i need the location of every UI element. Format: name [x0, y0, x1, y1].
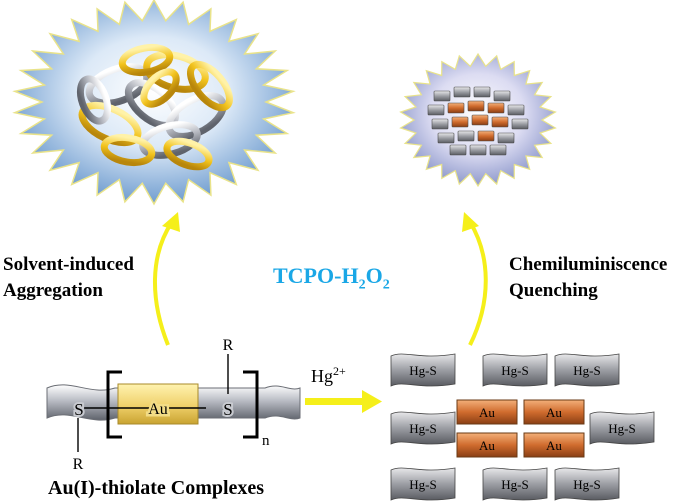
hg-base-text: Hg [311, 366, 333, 386]
copper-tile [467, 100, 485, 112]
s-label-right: S [223, 400, 232, 419]
bracket-right [243, 370, 259, 439]
hg-s-tile: Hg-S [482, 353, 548, 387]
au-block: Au [456, 432, 518, 458]
hg-s-tile: Hg-S [554, 467, 620, 501]
aggregation-arrow-head [162, 212, 180, 232]
gold-ring [140, 68, 180, 108]
silver-ring [139, 121, 201, 159]
hg-s-tile: Hg-S [482, 467, 548, 501]
hg-s-label: Hg-S [409, 477, 436, 492]
hg-ion-label: Hg2+ [311, 364, 346, 387]
chemi-label-line2: Quenching [509, 280, 598, 301]
tcpo-reagent-label: TCPO-H2O2 [273, 263, 390, 293]
hg-s-label: Hg-S [573, 477, 600, 492]
au-block-label: Au [546, 405, 562, 420]
au-block-shape [523, 399, 585, 425]
subscript-n: n [262, 433, 270, 449]
au-block-label: Au [479, 438, 495, 453]
hg-s-tile-shape [554, 467, 620, 501]
silver-tile [453, 86, 471, 98]
silver-tile [437, 132, 455, 144]
tcpo-subscript-1: 2 [358, 277, 366, 293]
silver-tile [431, 118, 449, 130]
copper-tile [491, 116, 509, 128]
solvent-label-line1: Solvent-induced [3, 254, 134, 275]
aggregated-ring-cluster-icon [12, 0, 296, 206]
gold-ring [100, 133, 156, 167]
hg-arrow-shaft [305, 398, 365, 405]
silver-ring [76, 75, 112, 125]
complex-caption: Au(I)-thiolate Complexes [48, 477, 265, 499]
hg-s-label: Hg-S [409, 363, 436, 378]
au-block-label: Au [546, 438, 562, 453]
hg-s-tile-shape [482, 467, 548, 501]
hg-s-tile: Hg-S [390, 353, 456, 387]
silver-tile [449, 144, 467, 156]
hg-s-label: Hg-S [501, 363, 528, 378]
hg-s-tile: Hg-S [390, 467, 456, 501]
tcpo-subscript-2: 2 [382, 277, 390, 293]
silver-tile [427, 104, 445, 116]
hg-s-label: Hg-S [608, 421, 635, 436]
au-label: Au [148, 401, 168, 418]
silver-tile [433, 90, 451, 102]
au-block: Au [523, 432, 585, 458]
au-block-shape [456, 432, 518, 458]
hg-s-tile: Hg-S [554, 353, 620, 387]
silver-tile [473, 86, 491, 98]
hg-s-tile-shape [554, 353, 620, 387]
au-block-label: Au [479, 405, 495, 420]
silver-tile [493, 90, 511, 102]
hg-s-tile: Hg-S [390, 411, 456, 445]
copper-tile [451, 116, 469, 128]
hg-s-tile-shape [589, 411, 655, 445]
silver-tile [507, 104, 525, 116]
gold-ring [187, 60, 233, 112]
silver-tile [457, 130, 475, 142]
tcpo-o-text: O [365, 263, 383, 288]
au-thiolate-monomer [46, 354, 301, 452]
copper-tile [477, 130, 495, 142]
tcpo-main-text: TCPO-H [273, 263, 359, 288]
aggregation-arrow [153, 220, 174, 346]
au-block-shape [523, 432, 585, 458]
hg-arrow-head [362, 390, 382, 413]
copper-tile [487, 102, 505, 114]
hg-charge: 2+ [333, 364, 346, 378]
au-block-shape [456, 399, 518, 425]
silver-tile [511, 118, 529, 130]
bracket-left [106, 370, 122, 439]
hg-s-tile: Hg-S [589, 411, 655, 445]
silver-tile [497, 132, 515, 144]
hg-s-label: Hg-S [501, 477, 528, 492]
gold-ring [163, 137, 213, 171]
copper-tile [471, 114, 489, 126]
solvent-label-line2: Aggregation [3, 280, 103, 301]
r-label-bottom: R [73, 456, 84, 473]
quenching-arrow-head [462, 212, 479, 232]
gold-ring [118, 43, 174, 77]
hg-s-label: Hg-S [409, 421, 436, 436]
silver-tile [469, 144, 487, 156]
silver-ring [165, 92, 227, 140]
copper-tile [447, 102, 465, 114]
hg-s-label: Hg-S [573, 363, 600, 378]
quenched-cluster-icon [399, 52, 557, 188]
r-label-top: R [223, 337, 234, 354]
hg-s-tile-shape [390, 411, 456, 445]
quenching-arrow [468, 220, 488, 346]
chemi-label-line1: Chemiluminiscence [509, 254, 668, 275]
hg-s-tile-shape [390, 467, 456, 501]
silver-tile [489, 144, 507, 156]
hg-s-tile-shape [482, 353, 548, 387]
au-block: Au [523, 399, 585, 425]
hg-s-tile-shape [390, 353, 456, 387]
s-label-left: S [74, 400, 83, 419]
au-box [117, 383, 199, 425]
au-block: Au [456, 399, 518, 425]
